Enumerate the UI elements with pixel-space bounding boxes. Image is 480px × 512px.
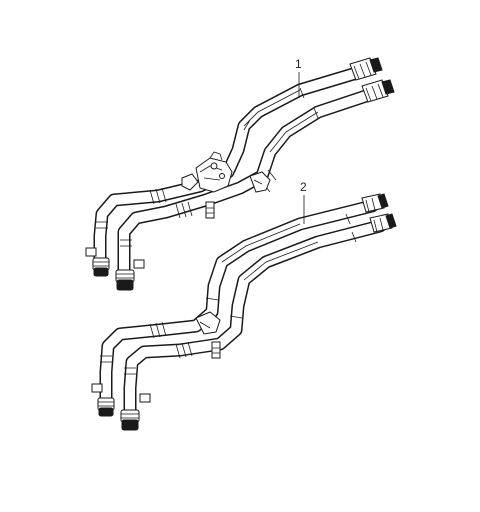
callout-2: 2 (300, 180, 307, 224)
callout-2-label: 2 (300, 180, 307, 194)
hose-1a (93, 65, 367, 269)
clip-2b (139, 393, 151, 403)
hose-2b (123, 219, 387, 421)
hose-assembly-1: 1 (85, 57, 395, 291)
callout-1: 1 (295, 57, 302, 98)
connector-1b (361, 79, 395, 103)
connector-1d (115, 269, 135, 291)
connector-1c (92, 257, 110, 277)
connector-1a (349, 57, 383, 81)
connector-2c (97, 397, 115, 417)
bracket-2 (195, 311, 221, 359)
hose-1b (117, 87, 379, 279)
hose-2-bands (100, 213, 357, 375)
connector-2a (361, 193, 389, 213)
connector-2b (369, 213, 397, 233)
clip-2a (91, 383, 103, 393)
callout-1-label: 1 (295, 57, 302, 71)
valve-assembly-1 (181, 151, 233, 219)
connector-2d (120, 409, 140, 431)
bracket-1 (249, 171, 271, 193)
clip-1b (133, 259, 145, 269)
hose-assembly-2: 2 (91, 180, 397, 431)
clip-1a (85, 247, 97, 257)
